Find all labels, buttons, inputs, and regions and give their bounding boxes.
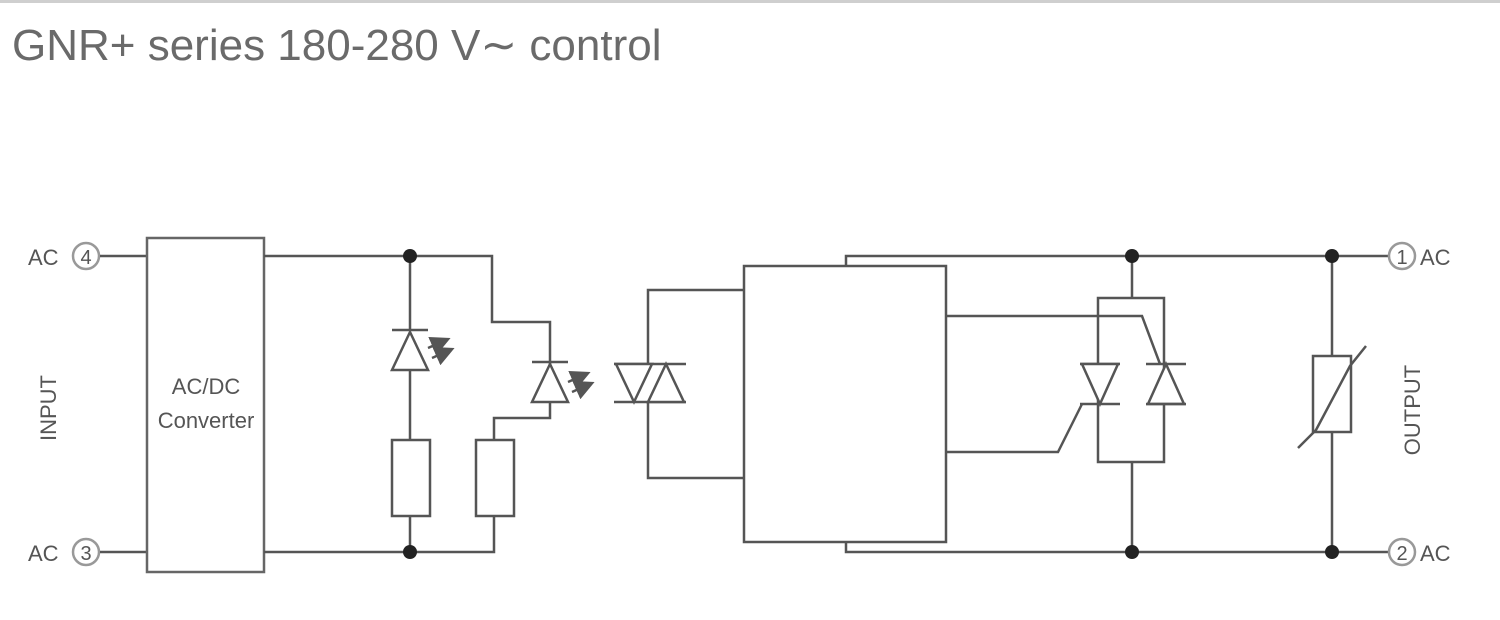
dc-rail-bottom — [264, 516, 496, 554]
control-bottom-wire — [844, 542, 1400, 554]
input-side-label: INPUT — [36, 375, 61, 441]
ac-dc-converter-box — [145, 236, 266, 574]
resistor-1 — [390, 438, 432, 518]
varistor-body — [1311, 354, 1353, 434]
junction-dot — [403, 545, 417, 559]
thyristor-pair-icon — [1080, 360, 1186, 408]
varistor-slash — [1297, 345, 1367, 449]
terminal-2-circle — [1387, 537, 1417, 567]
opto-triac-wire-top — [646, 288, 744, 364]
terminal-4-circle — [71, 241, 101, 271]
junction-dot — [403, 249, 417, 263]
output-side-label: OUTPUT — [1400, 365, 1425, 455]
control-block-box — [742, 264, 948, 544]
gate-wire-lower — [946, 403, 1084, 454]
terminal-1-circle — [1387, 241, 1417, 271]
opto-triac-icon — [614, 361, 686, 405]
junction-dot — [1325, 545, 1339, 559]
converter-label-line-1: AC/DC — [172, 374, 241, 399]
resistor-2 — [474, 438, 516, 518]
terminal-1-label: AC — [1420, 245, 1451, 270]
converter-label-line-2: Converter — [158, 408, 255, 433]
opto-led-wire-bottom — [492, 402, 552, 440]
terminal-3-number: 3 — [80, 543, 91, 565]
diagram-title: GNR+ series 180-280 V∼ control — [12, 21, 662, 70]
terminal-3-circle — [71, 537, 101, 567]
junction-dots — [403, 249, 1339, 559]
top-divider — [0, 0, 1500, 3]
junction-dot — [1325, 249, 1339, 263]
gate-wire-upper — [946, 314, 1162, 365]
terminal-4-number: 4 — [80, 247, 91, 269]
opto-led-icon — [530, 360, 595, 404]
terminal-1-number: 1 — [1396, 247, 1407, 269]
opto-triac-wire-bottom — [646, 402, 744, 480]
junction-dot — [1125, 249, 1139, 263]
terminal-4-label: AC — [28, 245, 59, 270]
control-top-wire — [844, 254, 1400, 266]
junction-dot — [1125, 545, 1139, 559]
led-1-icon — [390, 328, 455, 372]
terminal-2-label: AC — [1420, 541, 1451, 566]
terminal-2-number: 2 — [1396, 543, 1407, 565]
terminal-3-label: AC — [28, 541, 59, 566]
